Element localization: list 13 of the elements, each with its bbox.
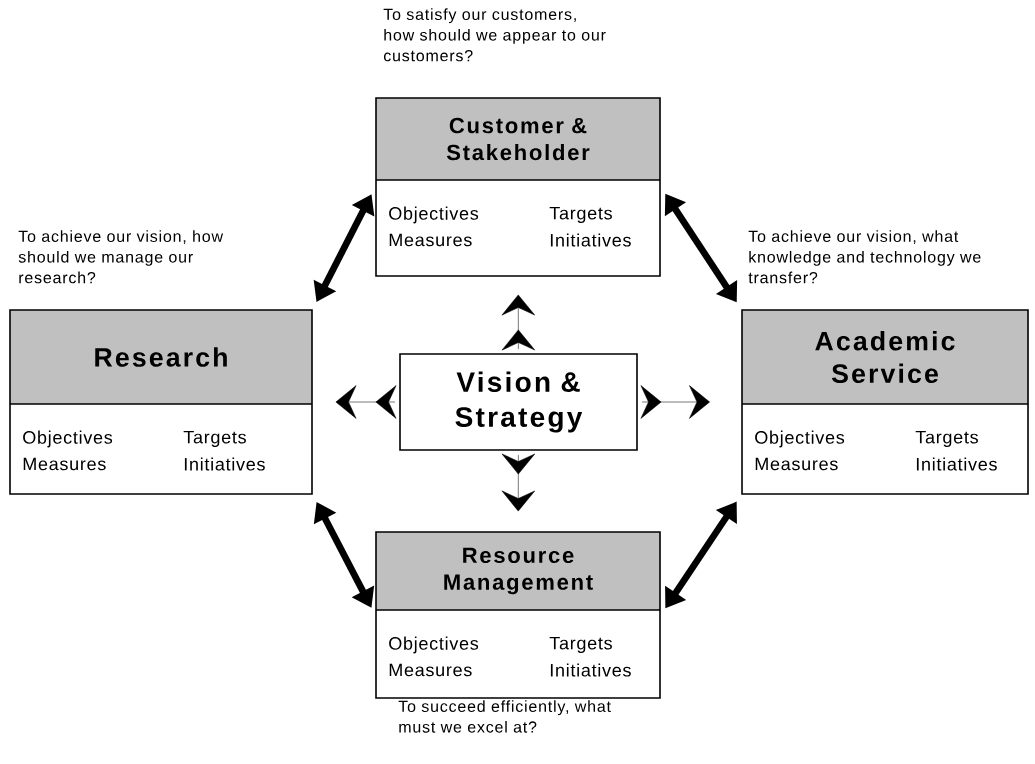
- question-text: To succeed efficiently, what must we excel at?: [398, 700, 611, 733]
- perspective-box: Research Objectives Targets Measures Initiatives: [9, 309, 313, 495]
- chevron-arrow: [335, 385, 397, 419]
- chevron-arrow: [640, 385, 710, 419]
- question-text: To satisfy our customers, how should we appear to our customers?: [383, 8, 606, 62]
- chevron-arrow: [501, 294, 536, 351]
- perspective-box: Customer & Stakeholder Objectives Targets Measures Initiatives: [375, 97, 661, 277]
- perspective-box: Resource Management Objectives Targets Measures Initiatives: [375, 531, 661, 699]
- perspective-box: Academic Service Objectives Targets Measures Initiatives: [741, 309, 1029, 495]
- question-text: To achieve our vision, what knowledge and technology we transfer?: [748, 230, 981, 284]
- vision-box: Vision & Strategy: [399, 353, 638, 451]
- chevron-arrow: [501, 453, 536, 512]
- question-text: To achieve our vision, how should we manage our research?: [18, 230, 224, 284]
